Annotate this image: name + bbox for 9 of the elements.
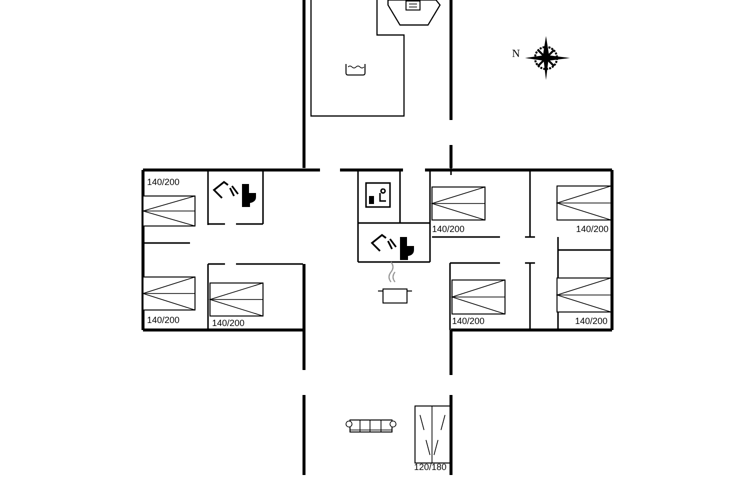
bed-size-label: 140/200 xyxy=(432,224,465,234)
bed-size-label: 140/200 xyxy=(575,316,608,326)
compass-north-label: N xyxy=(512,48,520,60)
bed-size-label: 140/200 xyxy=(147,315,180,325)
bed-size-label: 140/200 xyxy=(576,224,609,234)
bed-size-label: 140/200 xyxy=(147,177,180,187)
bed-size-label: 140/200 xyxy=(452,316,485,326)
bed-size-label: 140/200 xyxy=(212,318,245,328)
bed-size-label: 120/180 xyxy=(414,462,447,472)
